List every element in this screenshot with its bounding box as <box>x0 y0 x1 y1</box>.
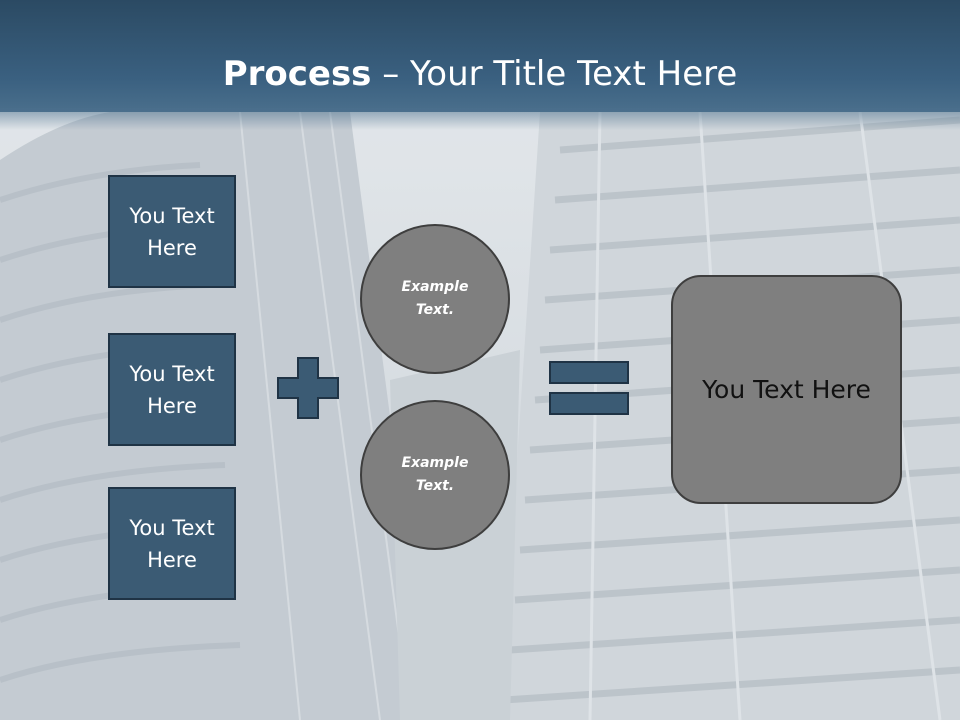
text-box-3-line1: You Text <box>129 515 215 540</box>
text-box-1-line1: You Text <box>129 203 215 228</box>
title-bar-fade <box>0 108 960 130</box>
result-label: You Text Here <box>702 375 871 404</box>
title-bar <box>0 0 960 112</box>
equals-icon <box>549 361 629 415</box>
slide-title: Process – Your Title Text Here <box>0 52 960 96</box>
plus-icon <box>277 357 339 419</box>
text-box-2-line2: Here <box>147 393 197 418</box>
circle-1-line2: Text. <box>415 302 455 318</box>
title-rest: – Your Title Text Here <box>371 54 738 94</box>
circle-1-line1: Example <box>401 279 469 295</box>
circle-2-line2: Text. <box>415 478 455 494</box>
text-box-2-line1: You Text <box>129 361 215 386</box>
circle-2-line1: Example <box>401 455 469 471</box>
title-bold: Process <box>222 54 372 94</box>
text-box-3-line2: Here <box>147 547 197 572</box>
result-box: You Text Here <box>671 275 902 504</box>
text-box-1-line2: Here <box>147 235 197 260</box>
